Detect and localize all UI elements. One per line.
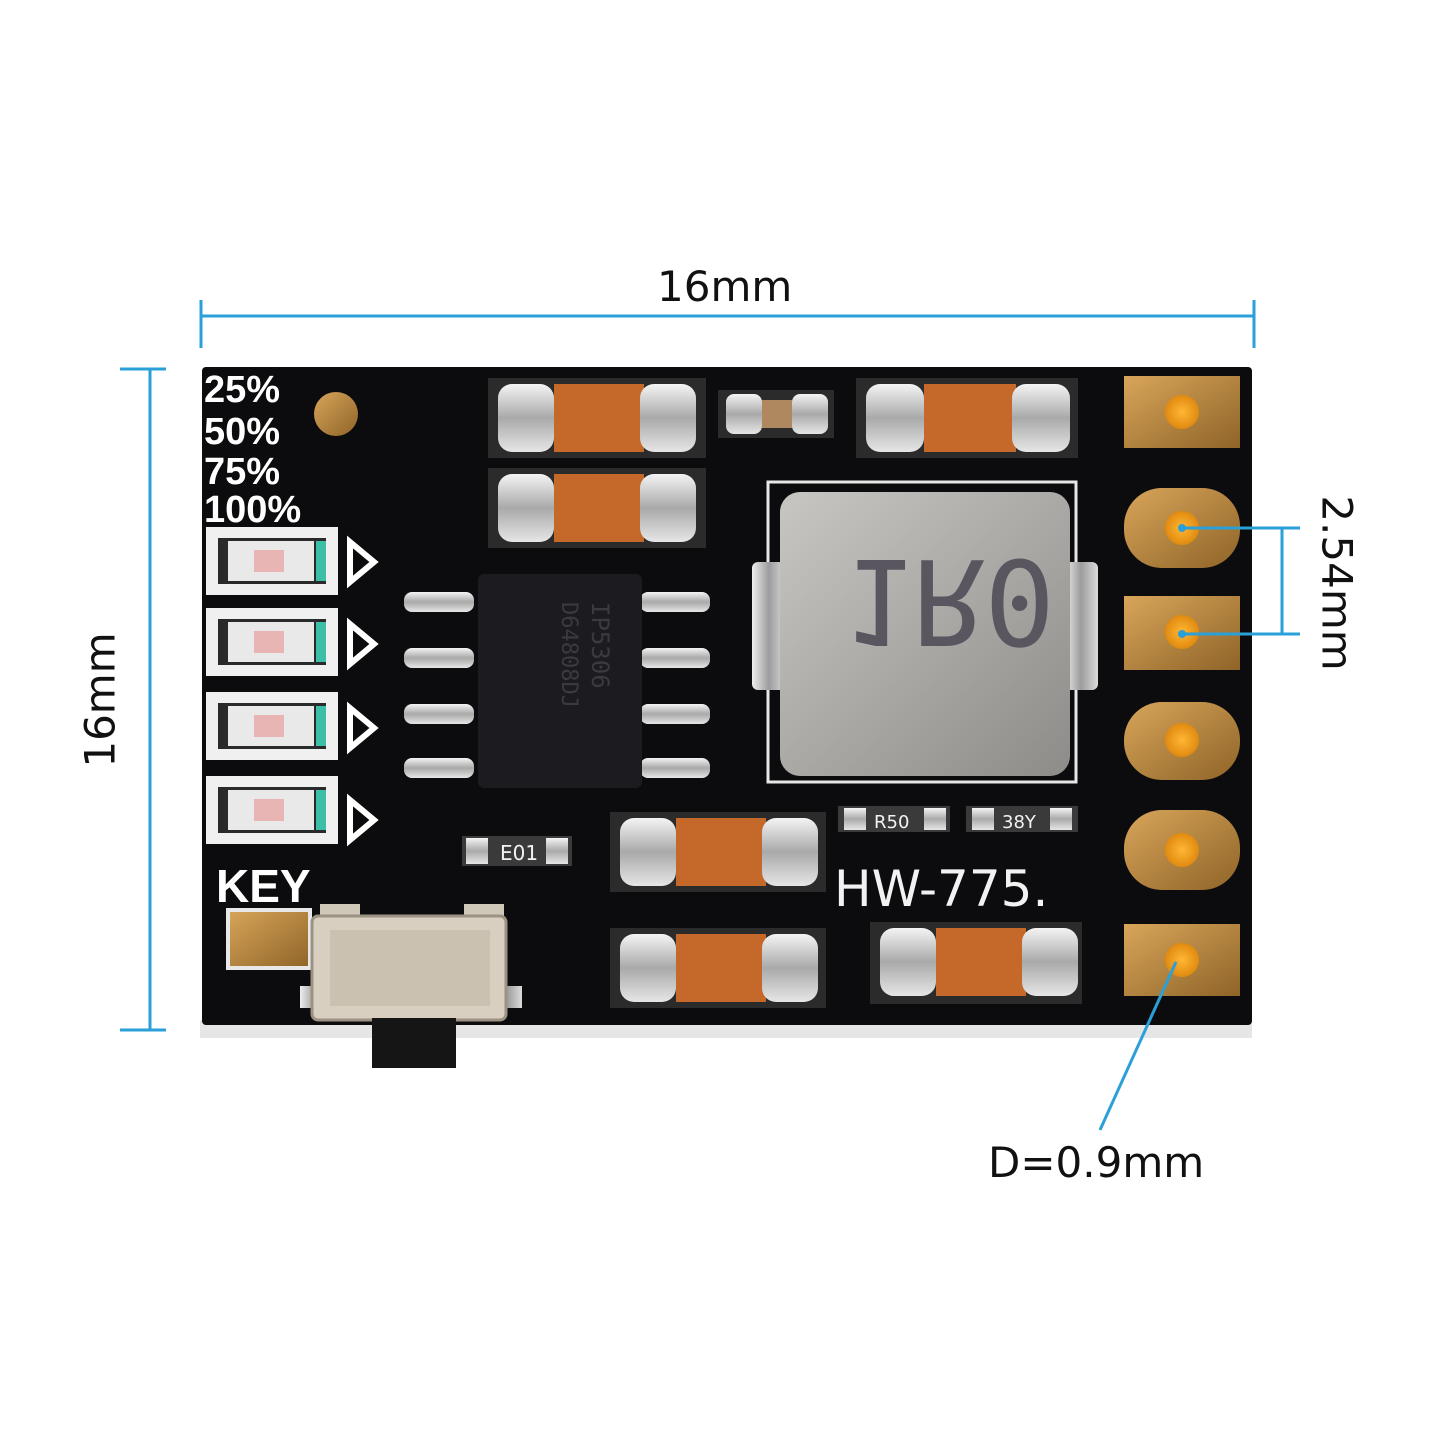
resistor-e01-label: E01 <box>500 841 538 865</box>
ic-marking-1: IP5306 <box>586 602 614 689</box>
led-indicators <box>206 527 379 847</box>
resistor-38y-label: 38Y <box>1002 812 1037 833</box>
level-25-label: 25% <box>204 369 280 411</box>
ic-ip5306: IP5306 D64808DJ <box>404 574 710 788</box>
inductor-marking: 1R0 <box>842 532 1055 670</box>
pin-pads <box>1124 376 1240 996</box>
inductor: 1R0 <box>752 480 1098 784</box>
small-resistors: R50 38Y E01 <box>462 806 1078 866</box>
resistor-r50-label: R50 <box>874 812 909 833</box>
pin-pitch-label: 2.54mm <box>1312 495 1362 671</box>
ic-marking-2: D64808DJ <box>556 602 581 708</box>
led-100 <box>206 776 379 847</box>
height-dimension-label: 16mm <box>75 632 125 768</box>
model-label: HW-775. <box>834 860 1048 918</box>
led-50 <box>206 608 379 676</box>
hole-leader-line <box>1098 961 1178 1131</box>
key-label: KEY <box>216 860 311 912</box>
led-75 <box>206 692 379 760</box>
level-labels: 25% 50% 75% 100% <box>204 369 301 531</box>
width-dimension-label: 16mm <box>657 262 793 311</box>
level-100-label: 100% <box>204 489 301 531</box>
slide-switch <box>300 904 522 1068</box>
level-75-label: 75% <box>204 451 280 493</box>
key-pad <box>228 910 310 968</box>
level-50-label: 50% <box>204 411 280 453</box>
hole-diameter-label: D=0.9mm <box>988 1138 1205 1187</box>
dimension-lines <box>120 300 1300 1131</box>
led-25 <box>206 527 379 595</box>
via <box>314 392 358 436</box>
capacitors <box>488 378 1082 1008</box>
